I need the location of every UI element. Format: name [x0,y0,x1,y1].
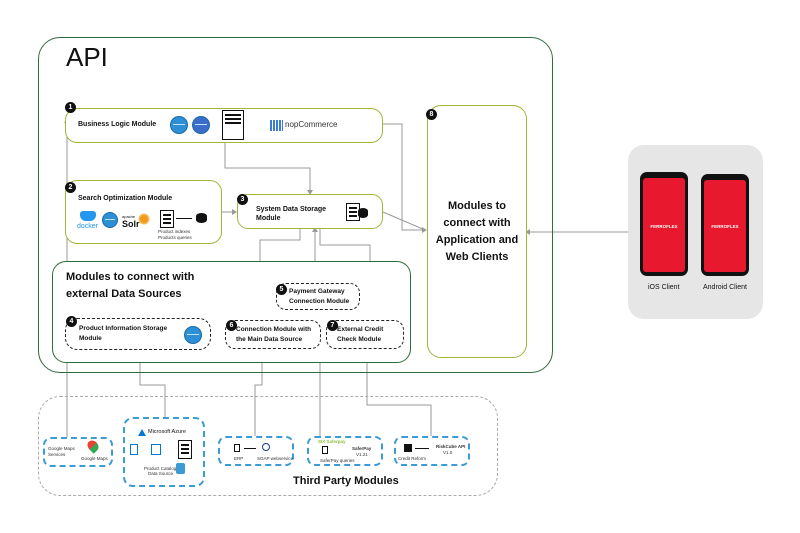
soap-icon [262,443,270,451]
storage-label-line1: System Data Storage [256,206,327,213]
android-brand: FERROFLEX [711,224,739,229]
apache-label: apache [122,214,136,219]
third-party-title: Third Party Modules [293,475,399,487]
badge-7: 7 [327,320,338,331]
badge-8: 8 [426,109,437,120]
main-data-source-connection-module[interactable] [225,320,321,349]
riskcube-arrow-icon [415,448,429,449]
payment-gateway-module[interactable] [276,283,360,310]
database-icon [196,213,207,223]
ios-client-label: iOS Client [648,284,680,291]
badge-5: 5 [276,284,287,295]
nopcommerce-label: nopCommerce [285,120,338,129]
app-clients-line3: Application and [435,234,519,246]
product-info-globe-icon [184,326,202,344]
google-maps-logo-text: Google Maps [81,456,108,461]
external-title-line1: Modules to connect with [66,271,195,283]
cloud-icon [192,116,210,134]
storage-label-line2: Module [256,215,281,222]
android-phone-icon[interactable]: FERROFLEX [701,174,749,276]
ios-brand: FERROFLEX [650,224,678,229]
google-maps-card[interactable] [43,437,113,467]
main-source-label-line1: Connection Module with [236,326,312,333]
products-queries-note: Products queries [158,235,192,240]
sync-arrow-icon [176,218,192,219]
saferpay-card[interactable] [307,436,383,466]
azure-title: Microsoft Azure [148,429,186,435]
saferpay-name: SaferPay [352,446,372,451]
badge-6: 6 [226,320,237,331]
saferpay-version: V1.21 [356,452,368,457]
azure-storage-icon [176,463,185,474]
credit-reform-label: Credit Reform [398,456,427,461]
erp-icon [234,444,240,452]
app-clients-line1: Modules to [447,200,507,212]
solr-label: Solr [122,219,140,229]
badge-2: 2 [65,182,76,193]
badge-1: 1 [65,102,76,113]
azure-icon [138,429,146,436]
ios-phone-icon[interactable]: FERROFLEX [640,172,688,276]
search-globe-icon [102,212,118,228]
saferpay-doc-icon [322,446,328,454]
soap-label: SOAP webservice [257,456,294,461]
saferpay-brand: SIX Saferpay [318,439,346,444]
riskcube-name: RiskCube API [436,444,466,449]
docker-label: docker [77,223,99,230]
app-clients-line4: Web Clients [445,251,509,263]
erp-card[interactable] [218,436,294,466]
badge-4: 4 [66,316,77,327]
riskcube-version: V1.0 [443,450,453,455]
credit-label-line1: External Credit [337,326,384,333]
globe-icon [170,116,188,134]
azure-flow-icon [151,444,161,455]
external-title-line2: external Data Sources [66,288,182,300]
main-source-label-line2: the Main Data Source [236,336,303,343]
credit-reform-icon [404,444,412,452]
app-clients-label: Modules to connect with Application and … [427,198,527,266]
google-services-text: Google Maps Services [48,446,75,457]
payment-label-line1: Payment Gateway [289,288,345,295]
payment-label-line2: Connection Module [289,298,350,305]
badge-3: 3 [237,194,248,205]
azure-doc-icon [130,444,138,455]
api-title: API [66,42,108,72]
storage-database-icon [358,208,368,218]
api-container [38,37,553,373]
search-server-icon [160,210,174,228]
third-party-container [38,396,498,496]
nopcommerce-logo-icon [270,120,283,131]
product-indexes-note: Product indexes [158,229,191,234]
azure-server-icon [178,440,192,459]
erp-label: ERP [234,456,244,461]
app-clients-line2: connect with [443,217,511,229]
product-info-label-line2: Module [79,335,102,342]
credit-label-line2: Check Module [337,336,382,343]
server-icon [222,110,244,140]
arrow-icon [244,448,256,449]
application-web-clients-module[interactable] [427,105,527,358]
solr-sun-icon [138,213,150,225]
search-optimization-label: Search Optimization Module [78,195,173,202]
android-client-label: Android Client [703,284,747,291]
saferpay-queries: SaferPay queries [320,458,355,463]
azure-note-line1: Product Catalog [144,466,177,471]
product-info-label-line1: Product Information Storage [79,325,168,332]
docker-icon [80,211,96,221]
external-credit-check-module[interactable] [326,320,404,349]
azure-note-line2: Data Source [148,471,174,476]
business-logic-label: Business Logic Module [78,121,157,128]
